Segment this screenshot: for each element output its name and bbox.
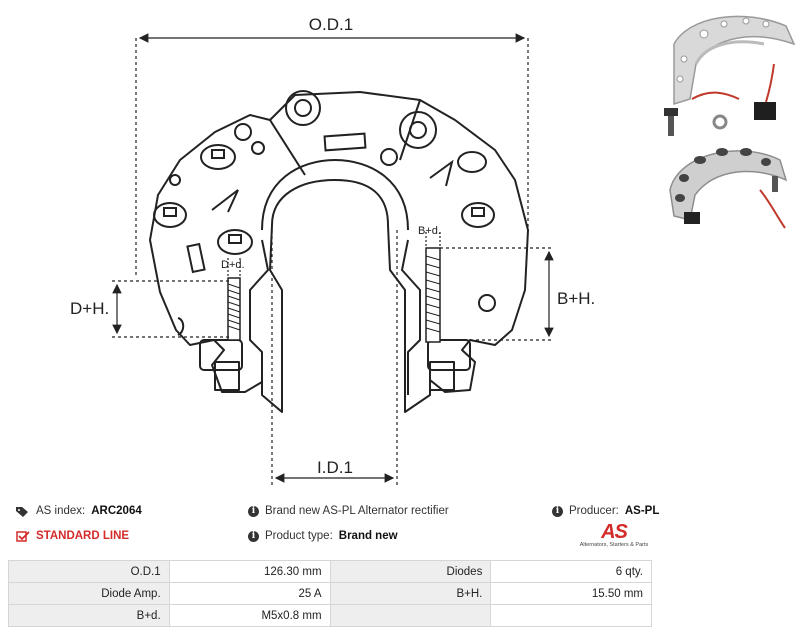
bd-label: B+d. [418,225,441,237]
logo-subtitle: Alternators, Starters & Parts [579,542,649,548]
table-row: Diode Amp. 25 A B+H. 15.50 mm [8,582,652,605]
description-text: Brand new AS-PL Alternator rectifier [265,505,449,517]
rectifier-outline [149,91,529,413]
dh-label: D+H. [70,299,109,318]
as-index-value: ARC2064 [91,505,142,517]
product-type-label: Product type: [265,530,333,542]
info-icon: i [248,505,259,517]
info-icon: i [552,505,563,517]
product-type-row: i Product type: Brand new [248,530,398,542]
spec-key: B+d. [8,604,170,627]
dd-label: D+d. [221,259,245,271]
info-icon: i [248,530,259,542]
spec-key: B+H. [329,582,492,605]
spec-key: Diode Amp. [8,582,170,605]
id-label: I.D.1 [317,458,353,477]
standard-line-row: STANDARD LINE [16,530,129,542]
checkbox-check-icon [16,530,30,542]
as-index-label: AS index: [36,505,86,517]
spec-value: 126.30 mm [168,560,331,583]
tag-icon [16,506,28,517]
spec-value: 15.50 mm [490,582,652,605]
spec-value: 6 qty. [490,560,652,583]
standard-line-label: STANDARD LINE [36,530,130,542]
product-photo-bottom [669,148,788,229]
as-pl-logo: AS Alternators, Starters & Parts [578,522,650,548]
producer-row: i Producer: AS-PL [552,505,659,517]
od-label: O.D.1 [309,15,353,34]
producer-value: AS-PL [624,505,660,517]
specs-table: O.D.1 126.30 mm Diodes 6 qty. Diode Amp.… [8,560,652,627]
table-row: O.D.1 126.30 mm Diodes 6 qty. [8,560,652,583]
spec-key: O.D.1 [8,560,170,583]
as-index-row: AS index: ARC2064 [16,505,142,517]
spec-key [329,604,492,627]
logo-mark: AS [601,521,628,543]
product-type-value: Brand new [338,530,398,542]
description-row: i Brand new AS-PL Alternator rectifier [248,505,449,517]
technical-drawing: O.D.1 I.D.1 D+H. B+H. D+d. B+d. [70,15,595,485]
producer-label: Producer: [569,505,619,517]
product-photo-top [664,15,796,136]
spec-value: M5x0.8 mm [168,604,331,627]
bh-label: B+H. [557,289,595,308]
spec-value [490,604,652,627]
table-row: B+d. M5x0.8 mm [8,604,652,627]
spec-key: Diodes [329,560,492,583]
spec-value: 25 A [168,582,331,605]
